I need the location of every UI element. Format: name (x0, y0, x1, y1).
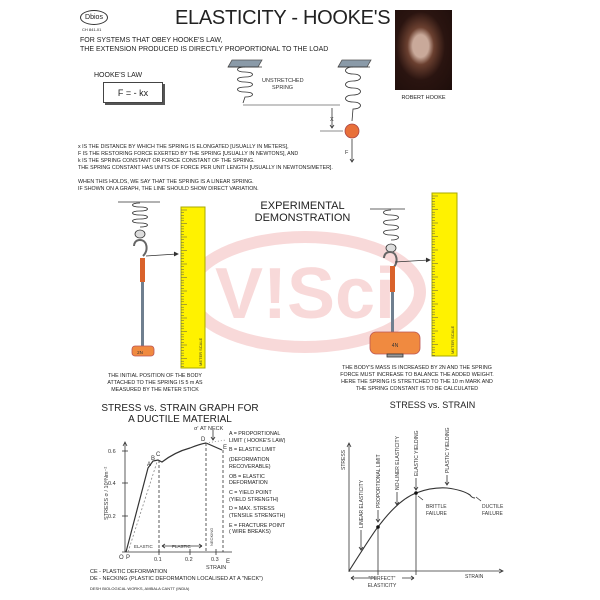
intro-text: FOR SYSTEMS THAT OBEY HOOKE'S LAW,THE EX… (80, 37, 329, 53)
left-meter-scale (180, 206, 206, 369)
right-meter-scale (431, 192, 458, 357)
point-e: E (223, 445, 227, 451)
stretched-spring (320, 59, 372, 163)
ductile-ticks: 0.2 0.4 0.6 0.1 0.2 0.3 STRAIN STRESS σ … (103, 426, 230, 571)
stress-strain-graph (346, 442, 504, 581)
stress-strain-title: STRESS vs. STRAIN (389, 400, 476, 410)
annotation-non-linear-elasticity: NO-LINER ELASTICITY (395, 435, 401, 490)
chart-code: CH 841-01 (82, 27, 102, 32)
necking-region: NECKING (209, 528, 214, 546)
unstretched-label-2: SPRING (272, 85, 293, 91)
ytick-0.6: 0.6 (108, 449, 116, 455)
ytick-0.2: 0.2 (108, 514, 116, 520)
point-d: D (201, 437, 206, 443)
ductile-curve (125, 442, 223, 553)
annotation-elastic-yielding: ELASTIC YIELDING (414, 430, 420, 476)
perfect-elasticity: "PERFECT" (369, 576, 396, 582)
point-b: B (151, 456, 155, 462)
hookes-law-formula: F = - kx (103, 82, 163, 103)
unstretched-spring (227, 59, 340, 106)
right-weight-label: 4N (392, 343, 399, 349)
left-scale-label: METER SCALE (198, 337, 203, 366)
axis-e-label: E (226, 559, 230, 565)
elastic-yield-point (414, 491, 418, 495)
f-label: F (345, 150, 349, 156)
xtick-0.2: 0.2 (185, 557, 193, 563)
annotation-plastic-yielding: PLASTIC YIELDING (445, 427, 451, 473)
ductile-graph (122, 430, 232, 555)
stress-strain-curve (348, 487, 476, 572)
x-label: X (330, 117, 334, 123)
ytick-0.4: 0.4 (108, 481, 116, 487)
footer-publisher: DESH BIOLOGICAL WORKS, AMBALA CANTT (IND… (90, 586, 190, 591)
robert-hooke-portrait (395, 10, 452, 90)
definitions: x IS THE DISTANCE BY WHICH THE SPRING IS… (78, 144, 333, 171)
annotation-proportional-limit: PROPORTIONAL LIMIT (376, 454, 382, 508)
ductile-failure: DUCTILE (482, 504, 504, 510)
right-scale-label: METER SCALE (450, 325, 455, 354)
neck-label: σ' AT NECK (194, 426, 224, 432)
point-a: A (147, 462, 151, 468)
portrait-caption: ROBERT HOOKE (401, 95, 446, 101)
point-o: O (119, 555, 124, 561)
ductile-failure-2: FAILURE (482, 511, 504, 517)
stress-ylabel: STRESS (341, 449, 347, 470)
plastic-region: PLASTIC (172, 544, 192, 549)
xtick-0.1: 0.1 (154, 557, 162, 563)
left-weight-label: 2N (137, 350, 143, 355)
xtick-0.3: 0.3 (211, 557, 219, 563)
linear-spring-note: WHEN THIS HOLDS, WE SAY THAT THE SPRING … (78, 179, 259, 192)
proportional-limit-point (376, 525, 380, 529)
ductile-ylabel: STRESS σ / 10⁸Nm⁻² (103, 467, 110, 520)
point-c: C (156, 452, 161, 458)
page-title: ELASTICITY - HOOKE'S LAW (175, 7, 438, 29)
brittle-failure-2: FAILURE (426, 511, 448, 517)
experiment-title: EXPERIMENTAL DEMONSTRATION (254, 200, 351, 224)
right-apparatus (369, 208, 431, 358)
strain-xlabel: STRAIN (465, 574, 484, 580)
svg-text:V!Sci: V!Sci (215, 254, 395, 334)
ductile-xlabel: STRAIN (206, 565, 226, 571)
perfect-elasticity-2: ELASTICITY (368, 583, 397, 589)
unstretched-label: UNSTRETCHED (262, 78, 304, 84)
hookes-law-label: HOOKE'S LAW (94, 72, 143, 79)
left-apparatus (118, 201, 179, 357)
dbios-logo: Dbios (80, 10, 108, 25)
brittle-failure: BRITTLE (426, 504, 447, 510)
annotation-linear-elasticity: LINEAR ELASTICITY (359, 479, 365, 528)
point-p: P (126, 555, 130, 561)
elastic-region: ELASTIC (134, 544, 154, 549)
right-caption: THE BODY'S MASS IS INCREASED BY 2N AND T… (340, 365, 494, 392)
stress-strain-labels: STRESS STRAIN LINEAR ELASTICITY PROPORTI… (341, 427, 504, 589)
